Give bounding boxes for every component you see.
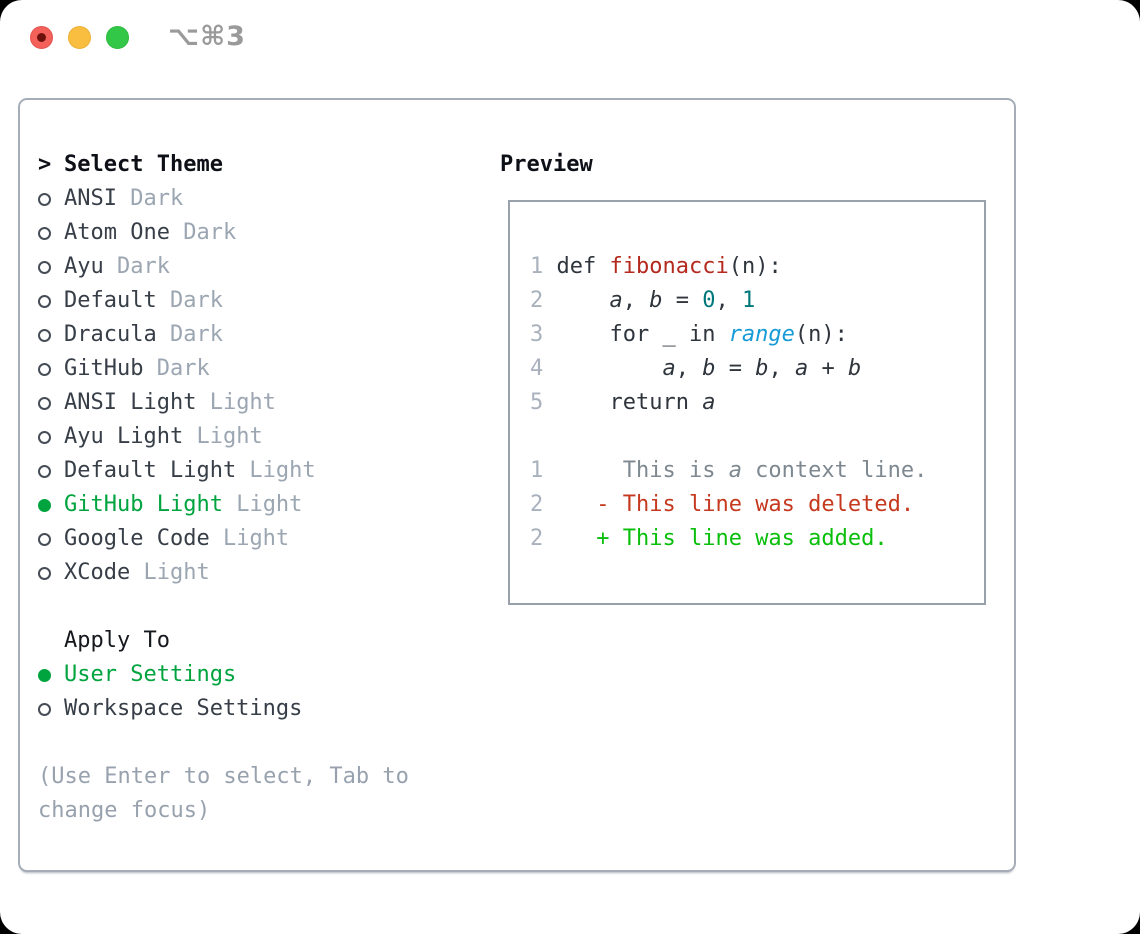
code-line (530, 420, 984, 454)
window-title: ⌥⌘3 (168, 21, 246, 52)
variant-label: Light (196, 390, 276, 415)
code-line: 2 a, b = 0, 1 (530, 288, 756, 313)
radio-icon[interactable] (38, 532, 51, 546)
option-label: User Settings (64, 662, 237, 687)
variant-label: Dark (169, 220, 237, 245)
option-label: Atom One (64, 220, 170, 245)
option-label: Default (64, 288, 157, 313)
code-line: 1 def fibonacci(n): (530, 254, 782, 279)
radio-icon[interactable] (38, 260, 51, 274)
theme-option-google-code[interactable]: Google Code Light (38, 522, 458, 556)
variant-label: Dark (143, 356, 210, 381)
variant-label: Dark (103, 254, 170, 279)
prompt-icon: > (38, 152, 52, 177)
theme-option-ayu-light[interactable]: Ayu Light Light (38, 420, 458, 454)
option-label: GitHub Light (64, 492, 223, 517)
preview-code-box: 1 def fibonacci(n): 2 a, b = 0, 1 3 for _ … (508, 200, 986, 605)
radio-icon[interactable] (38, 294, 51, 308)
variant-label: Light (183, 424, 263, 449)
option-label: GitHub (64, 356, 144, 381)
theme-option-github-light[interactable]: GitHub Light Light (38, 488, 458, 522)
option-label: Dracula (64, 322, 157, 347)
code-line: 3 for _ in range(n): (530, 322, 848, 347)
option-label: Google Code (64, 526, 210, 551)
code-line: 2 - This line was deleted. (530, 492, 915, 517)
apply-to-header: Apply To (38, 624, 458, 658)
theme-option-ayu[interactable]: Ayu Dark (38, 250, 458, 284)
window-titlebar: ⌥⌘3 (0, 0, 1140, 75)
code-line: 4 a, b = b, a + b (530, 356, 862, 381)
option-label: ANSI (64, 186, 117, 211)
close-button[interactable] (30, 26, 53, 49)
theme-option-ansi-light[interactable]: ANSI Light Light (38, 386, 458, 420)
radio-icon[interactable] (38, 702, 51, 716)
code-line: 2 + This line was added. (530, 526, 888, 551)
variant-label: Light (130, 560, 210, 585)
radio-selected-icon[interactable] (38, 668, 51, 682)
radio-icon[interactable] (38, 396, 51, 410)
variant-label: Light (236, 458, 316, 483)
variant-label: Dark (116, 186, 184, 211)
radio-icon[interactable] (38, 430, 51, 444)
theme-option-github[interactable]: GitHub Dark (38, 352, 458, 386)
theme-option-dracula[interactable]: Dracula Dark (38, 318, 458, 352)
code-line: 1 This is a context line. (530, 458, 928, 483)
variant-label: Light (209, 526, 290, 551)
radio-icon[interactable] (38, 464, 51, 478)
minimize-button[interactable] (68, 26, 91, 49)
option-label: Ayu Light (64, 424, 184, 449)
apply-option-workspace-settings[interactable]: Workspace Settings (38, 692, 458, 726)
option-label: Default Light (64, 458, 237, 483)
code-line: 5 return a (530, 390, 716, 415)
radio-icon[interactable] (38, 226, 51, 240)
preview-title: Preview (500, 152, 593, 177)
radio-icon[interactable] (38, 566, 51, 580)
option-label: Ayu (64, 254, 104, 279)
theme-option-atom-one[interactable]: Atom One Dark (38, 216, 458, 250)
apply-to-title: Apply To (64, 628, 170, 653)
theme-option-default[interactable]: Default Dark (38, 284, 458, 318)
variant-label: Light (222, 492, 303, 517)
help-text: (Use Enter to select, Tab to change focu… (38, 764, 409, 823)
radio-selected-icon[interactable] (38, 498, 51, 512)
option-label: Workspace Settings (64, 696, 303, 721)
radio-icon[interactable] (38, 362, 51, 376)
select-theme-header: > Select Theme (38, 148, 458, 182)
radio-icon[interactable] (38, 192, 51, 206)
apply-option-user-settings[interactable]: User Settings (38, 658, 458, 692)
radio-icon[interactable] (38, 328, 51, 342)
variant-label: Dark (156, 322, 223, 347)
option-label: XCode (64, 560, 131, 585)
variant-label: Dark (156, 288, 223, 313)
preview-column: Preview (500, 148, 593, 182)
option-label: ANSI Light (64, 390, 197, 415)
select-theme-title: Select Theme (64, 152, 223, 177)
theme-option-xcode[interactable]: XCode Light (38, 556, 458, 590)
theme-option-ansi[interactable]: ANSI Dark (38, 182, 458, 216)
zoom-button[interactable] (106, 26, 129, 49)
theme-option-default-light[interactable]: Default Light Light (38, 454, 458, 488)
